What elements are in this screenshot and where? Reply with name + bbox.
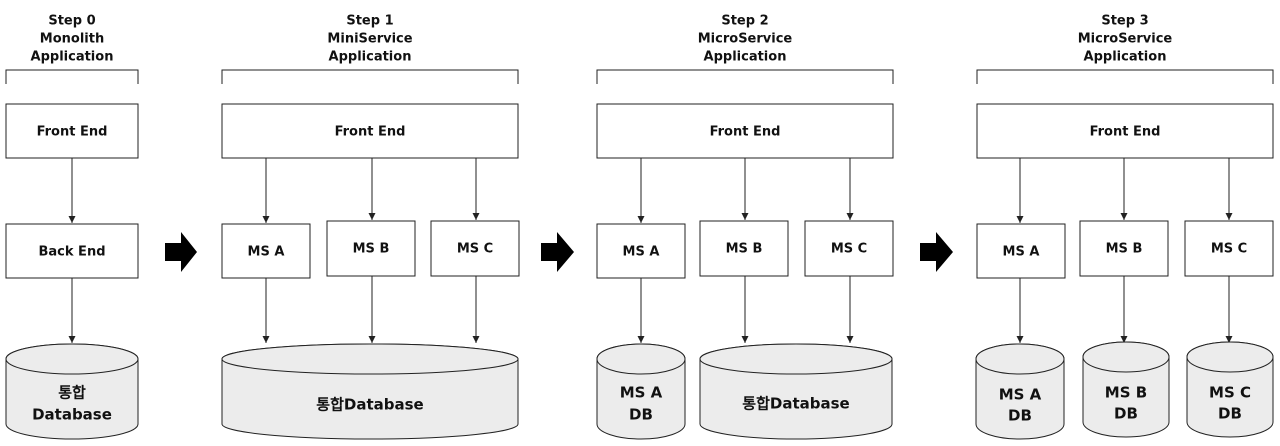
- step-3-title-line-2: MicroService: [1078, 32, 1173, 47]
- step-1-title-line-2: MiniService: [327, 32, 412, 47]
- step-3-ms-a-db-label-line-1: MS A: [999, 386, 1042, 404]
- step-3-title-line-1: Step 3: [1101, 14, 1148, 29]
- step-1-ms-a-label: MS A: [248, 245, 285, 260]
- step-1-database-cylinder: 통합Database: [221, 343, 519, 440]
- step-3-ms-c-label: MS C: [1211, 242, 1247, 257]
- step-1-ms-b-label: MS B: [353, 242, 390, 257]
- step-3-ms-b-label: MS B: [1106, 242, 1143, 257]
- step-2-ms-a-box: [596, 223, 686, 279]
- step-2-title-line-2: MicroService: [698, 32, 793, 47]
- step-2-ms-b-box: [699, 220, 789, 277]
- step-0-db-label-line-1: 통합: [58, 384, 86, 402]
- step-2-shared-db-cylinder: 통합Database: [699, 343, 893, 440]
- step-2-ms-c-label: MS C: [831, 242, 867, 257]
- step-0-database-cylinder: 통합 Database: [5, 343, 139, 440]
- step-2-ms-c-box: [804, 220, 894, 277]
- step-3-ms-a-db-cylinder: MS A DB: [975, 343, 1065, 440]
- step-3-ms-b-box: [1079, 220, 1169, 277]
- step-0-front-end-box: [5, 103, 139, 159]
- step-3-ms-c-box: [1184, 220, 1274, 277]
- step-2-shared-db-label: 통합Database: [742, 395, 849, 413]
- step-3-title-line-3: Application: [1084, 50, 1167, 65]
- step-0-front-end-label: Front End: [37, 125, 108, 140]
- step-3-ms-b-db-label-line-1: MS B: [1105, 384, 1147, 402]
- right-arrow-icon: [165, 232, 197, 272]
- step-2-column: Step 2 MicroService Application Front En…: [596, 14, 894, 440]
- step-1-ms-c-box: [430, 220, 520, 277]
- step-3-column: Step 3 MicroService Application Front En…: [975, 14, 1274, 440]
- step-0-db-label-line-2: Database: [32, 406, 112, 424]
- step-1-front-end-box: [221, 103, 519, 159]
- step-2-bracket: [596, 69, 894, 84]
- step-0-column: Step 0 Monolith Application Front End Ba…: [5, 14, 139, 440]
- step-0-back-end-label: Back End: [39, 245, 106, 260]
- step-1-ms-a-box: [221, 223, 311, 279]
- step-1-ms-c-label: MS C: [457, 242, 493, 257]
- step-2-front-end-box: [596, 103, 894, 159]
- step-1-front-end-label: Front End: [335, 125, 406, 140]
- step-2-ms-a-label: MS A: [623, 245, 660, 260]
- step-1-bracket: [221, 69, 519, 84]
- step-3-front-end-box: [976, 103, 1274, 159]
- step-1-title-line-1: Step 1: [346, 14, 393, 29]
- step-3-ms-c-db-label-line-1: MS C: [1209, 384, 1251, 402]
- step-0-title-line-2: Monolith: [40, 32, 104, 47]
- step-2-front-end-label: Front End: [710, 125, 781, 140]
- step-3-ms-a-db-label-line-2: DB: [1008, 407, 1032, 425]
- step-0-back-end-box: [5, 223, 139, 279]
- step-0-title-line-1: Step 0: [48, 14, 95, 29]
- step-3-ms-c-db-label-line-2: DB: [1218, 405, 1242, 423]
- right-arrow-icon: [920, 232, 953, 272]
- step-3-ms-c-db-cylinder: MS C DB: [1186, 341, 1274, 438]
- step-0-bracket: [5, 69, 139, 84]
- step-1-title-line-3: Application: [329, 50, 412, 65]
- step-2-ms-a-db-label-line-2: DB: [629, 406, 653, 424]
- step-2-ms-a-db-label-line-1: MS A: [620, 384, 663, 402]
- step-2-title-line-3: Application: [704, 50, 787, 65]
- step-2-ms-b-label: MS B: [726, 242, 763, 257]
- step-1-column: Step 1 MiniService Application Front End…: [221, 14, 520, 440]
- step-3-front-end-label: Front End: [1090, 125, 1161, 140]
- step-3-ms-b-db-label-line-2: DB: [1114, 405, 1138, 423]
- step-2-title-line-1: Step 2: [721, 14, 768, 29]
- step-3-ms-a-label: MS A: [1003, 245, 1040, 260]
- step-3-bracket: [976, 69, 1274, 84]
- step-3-ms-a-box: [976, 223, 1066, 279]
- step-3-ms-b-db-cylinder: MS B DB: [1082, 341, 1170, 438]
- right-arrow-icon: [541, 232, 574, 272]
- step-1-db-label: 통합Database: [316, 396, 423, 414]
- step-2-ms-a-db-cylinder: MS A DB: [596, 343, 686, 440]
- step-0-title-line-3: Application: [31, 50, 114, 65]
- step-1-ms-b-box: [326, 220, 416, 277]
